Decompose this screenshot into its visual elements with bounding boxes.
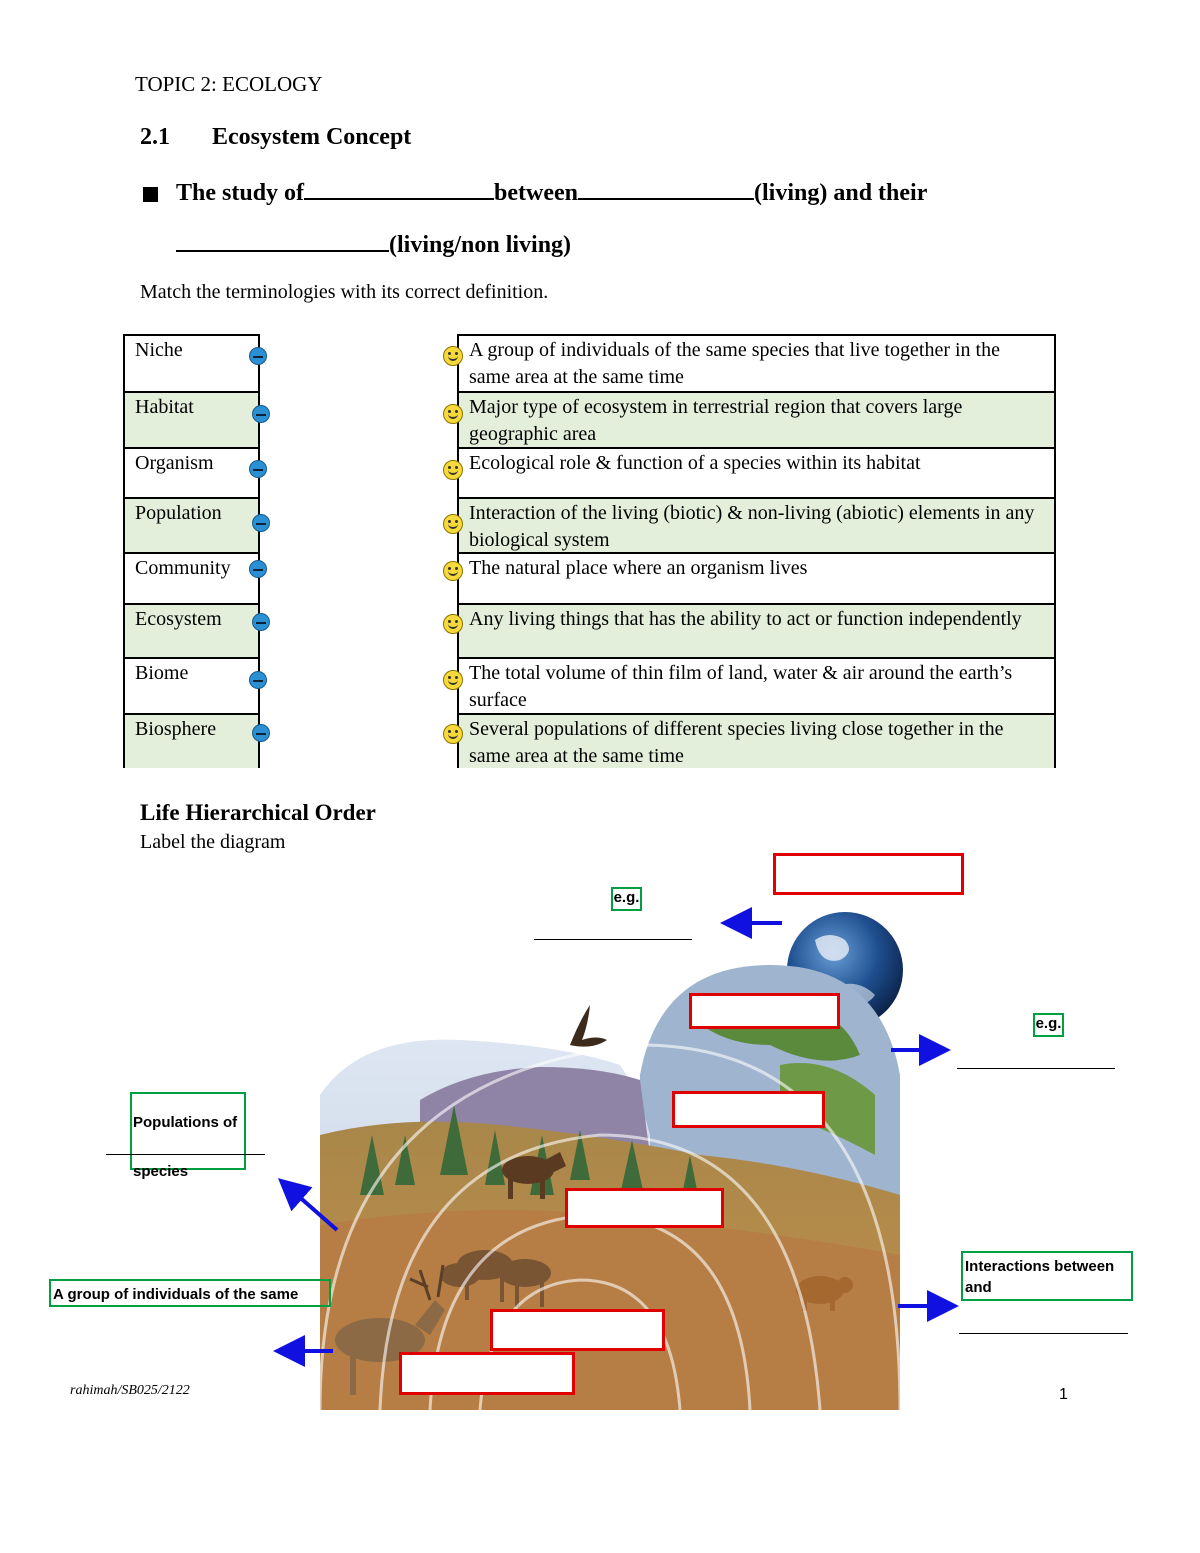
eg-label-right: e.g. [1033,1013,1064,1037]
term-biosphere: Biosphere [125,713,258,768]
fill-blank-2[interactable] [578,178,755,200]
study-sentence-line1: The study of between (living) and their [176,178,927,207]
match-dot-icon[interactable] [252,405,270,423]
moose-icon [502,1152,566,1199]
answer-box-organism[interactable] [399,1352,575,1395]
study-part1: The study of [176,180,305,206]
smiley-icon[interactable] [443,514,463,534]
group-of-individuals-label: A group of individuals of the same [49,1279,331,1307]
term-niche: Niche [135,339,183,361]
match-dot-icon[interactable] [249,560,267,578]
match-instruction: Match the terminologies with its correct… [140,281,549,303]
section-number: 2.1 [140,124,170,150]
smiley-icon[interactable] [443,670,463,690]
answer-line[interactable] [959,1333,1128,1334]
study-part4: (living/non living) [389,232,572,258]
terms-table: Niche Habitat Organism Population Commun… [123,334,260,768]
definition-row: Interaction of the living (biotic) & non… [459,497,1054,552]
page-number: 1 [1059,1386,1068,1403]
match-dot-icon[interactable] [249,460,267,478]
match-dot-icon[interactable] [249,347,267,365]
study-sentence-line2: (living/non living) [176,230,571,259]
elk-icon [335,1264,445,1395]
smiley-icon[interactable] [443,460,463,480]
answer-box-population[interactable] [490,1309,665,1351]
fill-blank-3[interactable] [176,230,389,252]
footer-author: rahimah/SB025/2122 [70,1383,190,1398]
match-dot-icon[interactable] [252,613,270,631]
study-part3: (living) and their [754,180,928,206]
section-title: Ecosystem Concept [212,124,412,150]
eg-label-top: e.g. [611,887,642,911]
smiley-icon[interactable] [443,614,463,634]
match-dot-icon[interactable] [249,671,267,689]
topic-heading: TOPIC 2: ECOLOGY [135,72,323,96]
term-organism: Organism [125,447,258,497]
match-dot-icon[interactable] [252,514,270,532]
answer-box-community[interactable] [565,1188,724,1228]
definition-row: Ecological role & function of a species … [459,447,1054,497]
bullet-square-icon [143,187,158,202]
interactions-between-label: Interactions between and [961,1251,1133,1301]
definition-row: Any living things that has the ability t… [459,603,1054,657]
fill-blank-1[interactable] [304,178,495,200]
study-part2: between [494,180,579,206]
diagram-heading: Life Hierarchical Order [140,800,376,825]
smiley-icon[interactable] [443,561,463,581]
definition-row: The total volume of thin film of land, w… [459,657,1054,713]
smiley-icon[interactable] [443,346,463,366]
answer-box-ecosystem[interactable] [672,1091,825,1128]
answer-box-biosphere[interactable] [773,853,964,895]
definition-row: The natural place where an organism live… [459,552,1054,603]
term-ecosystem: Ecosystem [125,603,258,657]
term-habitat: Habitat [125,391,258,447]
answer-box-biome[interactable] [689,993,840,1029]
term-community: Community [125,552,258,603]
match-dot-icon[interactable] [252,724,270,742]
definition-row: Several populations of different species… [459,713,1054,768]
definition-row: A group of individuals of the same speci… [469,339,1000,388]
smiley-icon[interactable] [443,724,463,744]
ecology-hierarchy-illustration [318,912,903,1410]
smiley-icon[interactable] [443,404,463,424]
definitions-table: A group of individuals of the same speci… [457,334,1056,768]
bear-icon [796,1276,853,1311]
diagram-subheading: Label the diagram [140,831,286,853]
term-population: Population [125,497,258,552]
eagle-icon [570,1005,607,1047]
definition-row: Major type of ecosystem in terrestrial r… [459,391,1054,447]
answer-line[interactable] [957,1068,1115,1069]
answer-line[interactable] [106,1154,265,1155]
populations-of-species-label: Populations of species [130,1092,246,1180]
answer-line[interactable] [534,939,692,940]
term-biome: Biome [125,657,258,713]
